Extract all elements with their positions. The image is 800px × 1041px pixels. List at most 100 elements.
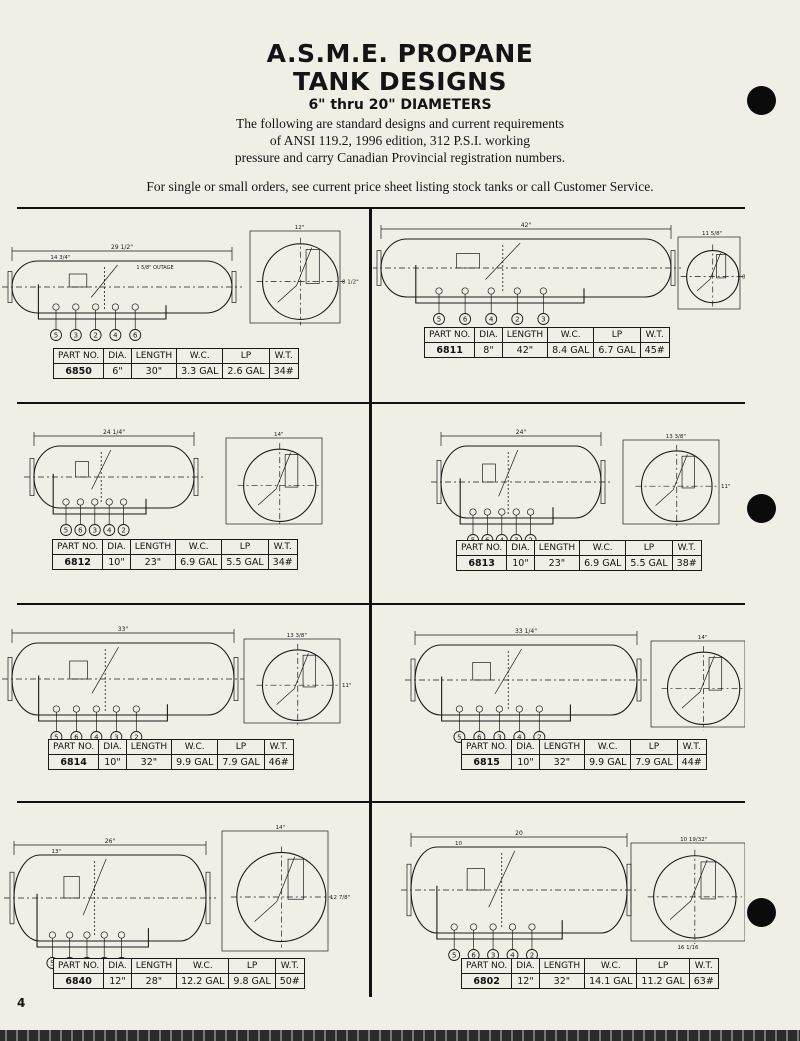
- float-gauge-arm: [498, 449, 519, 497]
- spec-dia: 10": [98, 754, 127, 770]
- end-view-frame: [225, 437, 323, 525]
- spec-header-cell: W.C.: [584, 958, 638, 974]
- binder-hole-top: [747, 86, 776, 115]
- spec-header-cell: W.T.: [671, 540, 702, 556]
- subtitle: 6" thru 20" DIAMETERS: [308, 97, 492, 113]
- fitting-callout-circle: [88, 524, 101, 536]
- spec-header-cell: PART NO.: [52, 958, 105, 974]
- fitting-port: [66, 931, 74, 939]
- overall-length-label: 33": [118, 626, 129, 633]
- float-gauge-arm: [91, 646, 119, 694]
- fitting-port: [475, 705, 483, 713]
- spec-header-cell: PART NO.: [47, 739, 100, 755]
- end-view-frame: [677, 236, 741, 310]
- fitting-port: [76, 498, 84, 506]
- spec-dia: 10": [511, 754, 540, 770]
- fitting-port: [515, 705, 523, 713]
- spec-part-no: 6814: [47, 754, 100, 770]
- fitting-callout-circle: [448, 949, 461, 961]
- fitting-number: 2: [530, 952, 534, 960]
- spec-header-cell: LP: [636, 958, 690, 974]
- spec-header-cell: LENGTH: [130, 348, 178, 364]
- fitting-port: [72, 705, 80, 713]
- fitting-number: 5: [50, 960, 54, 968]
- fitting-number: 3: [541, 316, 545, 324]
- fitting-port: [495, 705, 503, 713]
- fitting-callout-circle: [50, 329, 62, 341]
- spec-length: 23": [129, 554, 177, 570]
- fitting-port: [461, 287, 469, 295]
- spec-dia: 8": [474, 342, 503, 358]
- fitting-callout-circle: [511, 313, 524, 325]
- end-valve-body: [681, 455, 695, 489]
- half-length-label: 13": [51, 849, 61, 855]
- spec-lp: 5.5 GAL: [625, 555, 673, 571]
- intro-line-3: pressure and carry Canadian Provincial r…: [234, 150, 566, 165]
- float-gauge-arm: [485, 242, 521, 280]
- spec-part-no: 6850: [52, 363, 105, 379]
- spec-length: 42": [501, 342, 549, 358]
- spec-length: 23": [533, 555, 581, 571]
- spec-length: 30": [130, 363, 178, 379]
- right-mount-bracket: [233, 657, 239, 701]
- spec-dia: 10": [102, 554, 131, 570]
- spec-part-no: 6840: [52, 973, 105, 989]
- fitting-port: [483, 508, 491, 516]
- spec-header-cell: W.C.: [171, 739, 219, 755]
- fitting-number: 4: [510, 952, 515, 960]
- gauge-box: [68, 273, 88, 288]
- spec-header-cell: DIA.: [102, 539, 131, 555]
- spec-wt: 34#: [267, 554, 298, 570]
- fitting-port: [508, 923, 517, 931]
- end-base-label: 16 1/16: [677, 945, 699, 951]
- spec-header-cell: LP: [222, 348, 270, 364]
- spec-header-cell: PART NO.: [51, 539, 104, 555]
- intro-line-1: The following are standard designs and c…: [235, 116, 564, 131]
- end-valve-body: [708, 657, 723, 691]
- spec-part-no: 6815: [460, 754, 513, 770]
- fitting-callout-circle: [537, 313, 550, 325]
- end-fitting-arm: [254, 856, 296, 922]
- end-fitting-arm: [257, 452, 291, 506]
- end-fitting-arm: [655, 454, 688, 506]
- end-valve-body: [284, 454, 299, 488]
- spec-header-cell: PART NO.: [460, 739, 513, 755]
- spec-header-cell: LP: [630, 739, 678, 755]
- spec-wt: 45#: [639, 342, 670, 358]
- title-line-2: TANK DESIGNS: [292, 67, 508, 96]
- intro-text: The following are standard designs and c…: [0, 115, 800, 166]
- spec-wc: 9.9 GAL: [584, 754, 632, 770]
- fitting-port: [100, 931, 108, 939]
- fitting-port: [528, 923, 536, 931]
- fitting-number: 4: [517, 734, 522, 742]
- fitting-number: 2: [121, 527, 125, 535]
- spec-header-cell: LP: [228, 958, 276, 974]
- fitting-port: [52, 705, 60, 713]
- overall-length-label: 29 1/2": [111, 244, 133, 251]
- fitting-callout-circle: [103, 524, 116, 536]
- spec-header-cell: W.C.: [584, 739, 632, 755]
- fitting-number: 6: [133, 332, 138, 340]
- gauge-box: [482, 463, 496, 483]
- spec-header-cell: LP: [625, 540, 673, 556]
- fitting-number: 2: [537, 734, 541, 742]
- end-valve-body: [716, 254, 727, 279]
- gauge-box: [69, 660, 88, 680]
- spec-header-cell: DIA.: [511, 958, 540, 974]
